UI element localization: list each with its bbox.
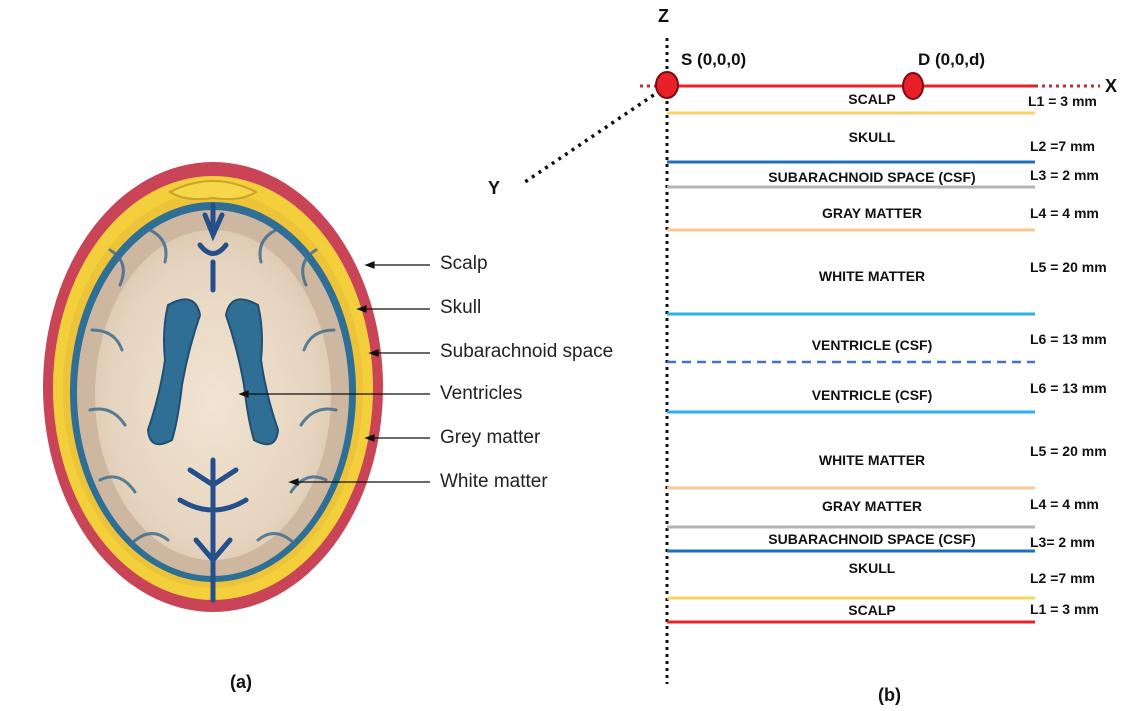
y-axis	[522, 86, 667, 184]
layer-name: VENTRICLE (CSF)	[707, 387, 1037, 403]
layer-thickness: L3= 2 mm	[1030, 534, 1095, 550]
panel-a-caption: (a)	[230, 672, 252, 693]
brain-illustration	[43, 162, 383, 612]
layer-name: WHITE MATTER	[707, 452, 1037, 468]
layer-thickness: L3 = 2 mm	[1030, 167, 1099, 183]
layer-name: GRAY MATTER	[707, 498, 1037, 514]
layer-thickness: L2 =7 mm	[1030, 570, 1095, 586]
layer-name: SKULL	[707, 560, 1037, 576]
z-axis-label: Z	[658, 6, 669, 27]
grey-matter-label: Grey matter	[440, 427, 540, 449]
y-axis-label: Y	[488, 178, 500, 199]
layer-thickness: L4 = 4 mm	[1030, 205, 1099, 221]
skull-label: Skull	[440, 297, 481, 319]
subarachnoid-label: Subarachnoid space	[440, 341, 613, 363]
source-point	[656, 72, 678, 98]
layer-thickness: L6 = 13 mm	[1030, 380, 1107, 396]
panel-b-caption: (b)	[878, 685, 901, 706]
layer-name: SUBARACHNOID SPACE (CSF)	[707, 169, 1037, 185]
layer-thickness: L1 = 3 mm	[1028, 93, 1097, 109]
layer-thickness: L1 = 3 mm	[1030, 601, 1099, 617]
layer-thickness: L5 = 20 mm	[1030, 443, 1107, 459]
x-axis-label: X	[1105, 76, 1117, 97]
layer-name: SCALP	[707, 602, 1037, 618]
layer-thickness: L4 = 4 mm	[1030, 496, 1099, 512]
white-matter-label: White matter	[440, 471, 548, 493]
layer-name: SKULL	[707, 129, 1037, 145]
layer-name: VENTRICLE (CSF)	[707, 337, 1037, 353]
layer-thickness: L2 =7 mm	[1030, 138, 1095, 154]
layer-thickness: L6 = 13 mm	[1030, 331, 1107, 347]
source-label: S (0,0,0)	[681, 50, 746, 70]
layer-name: GRAY MATTER	[707, 205, 1037, 221]
layer-thickness: L5 = 20 mm	[1030, 259, 1107, 275]
scalp-label: Scalp	[440, 253, 488, 275]
layer-name: SUBARACHNOID SPACE (CSF)	[707, 531, 1037, 547]
layer-name: WHITE MATTER	[707, 268, 1037, 284]
layer-name: SCALP	[707, 91, 1037, 107]
detector-label: D (0,0,d)	[918, 50, 985, 70]
ventricles-label: Ventricles	[440, 383, 522, 405]
